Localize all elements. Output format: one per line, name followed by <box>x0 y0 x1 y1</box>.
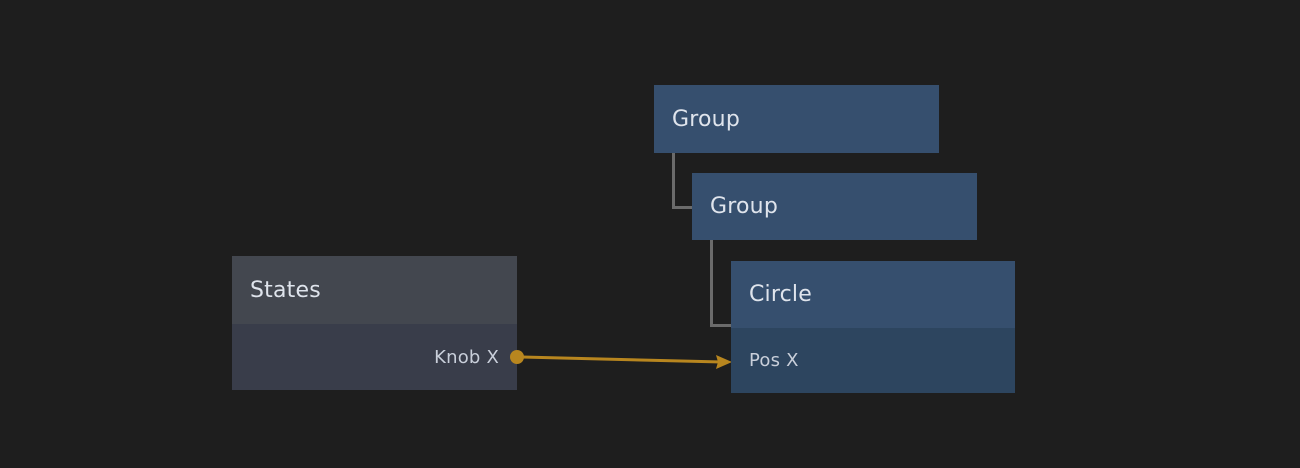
output-port-label: Knob X <box>434 346 499 368</box>
node-title: Group <box>672 106 740 132</box>
node-header-background <box>232 256 517 324</box>
hierarchy-elbow-child-to-circle <box>710 240 731 327</box>
node-header[interactable]: Group <box>692 173 977 240</box>
output-port-knob-x[interactable]: Knob X <box>434 324 499 390</box>
node-title: Group <box>710 194 778 219</box>
input-port-pos-x[interactable]: Pos X <box>749 328 799 393</box>
node-title: States <box>250 277 321 303</box>
node-body: Pos X <box>731 328 1015 393</box>
hierarchy-elbow-root-to-child <box>672 153 692 209</box>
node-header[interactable]: Circle <box>731 261 1015 328</box>
node-group-child[interactable]: Group <box>692 173 977 240</box>
node-group-root[interactable]: Group <box>654 85 939 153</box>
node-title: Circle <box>749 282 812 307</box>
node-circle[interactable]: Circle Pos X <box>731 261 1015 393</box>
node-body: Knob X <box>232 324 517 390</box>
node-states[interactable]: States Knob X <box>232 256 517 390</box>
node-header[interactable]: Group <box>654 85 939 153</box>
connection-arrowhead <box>716 355 732 369</box>
input-port-label: Pos X <box>749 350 799 371</box>
connection-knobx-to-posx[interactable] <box>521 355 723 364</box>
node-header[interactable]: States <box>232 256 517 324</box>
output-port-dot-knob-x[interactable] <box>510 350 524 364</box>
